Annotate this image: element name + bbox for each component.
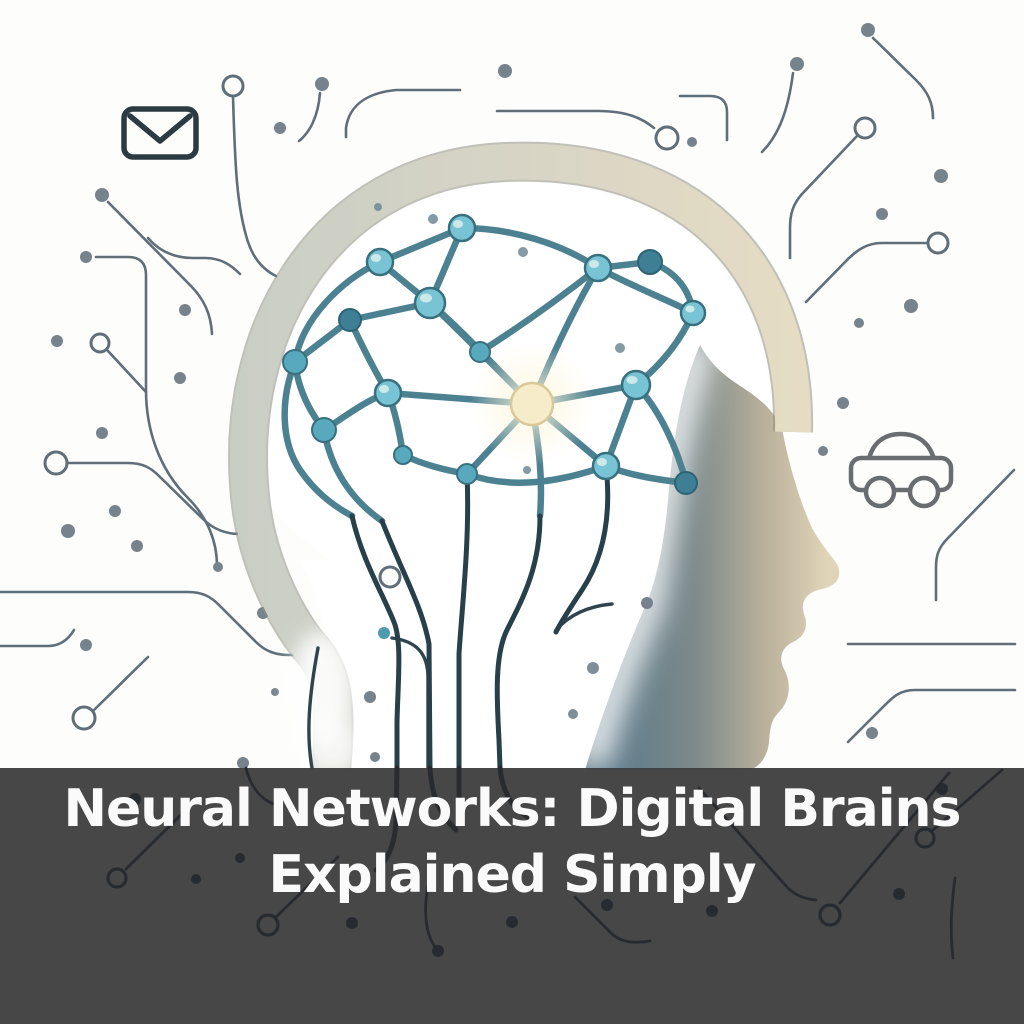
brain-network: [281, 203, 707, 771]
neck-cables: [349, 463, 611, 771]
circuit-traces-background: [0, 23, 1017, 769]
highlighted-hub-node: [470, 342, 594, 466]
title-line-1: Neural Networks: Digital Brains: [63, 779, 961, 839]
page-title: Neural Networks: Digital Brains Explaine…: [63, 776, 961, 908]
banner-background: [0, 765, 1024, 1024]
car-icon: [848, 431, 954, 509]
envelope-icon: [121, 106, 199, 160]
title-banner: Neural Networks: Digital Brains Explaine…: [0, 768, 1024, 1024]
face-silhouette: [585, 345, 840, 770]
title-line-2: Explained Simply: [268, 845, 756, 905]
network-nodes: [282, 213, 707, 495]
